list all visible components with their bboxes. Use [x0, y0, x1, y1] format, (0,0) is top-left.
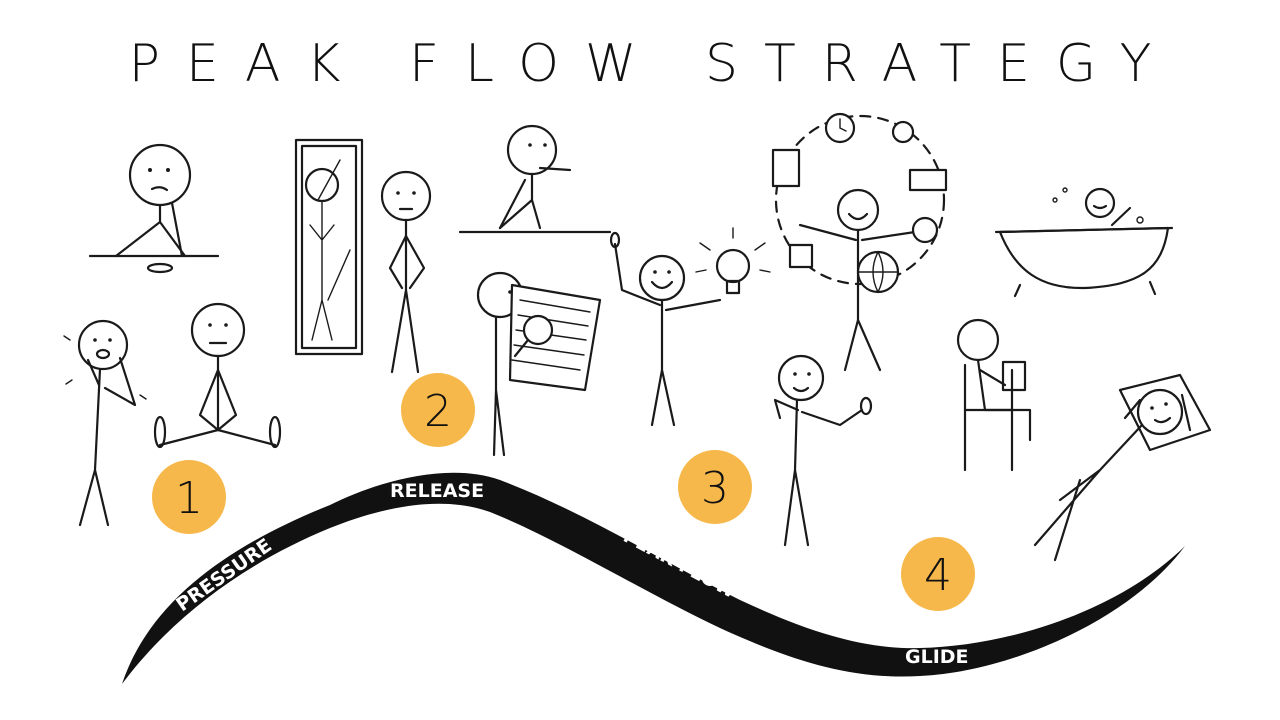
reading-chair-figure-illustration	[956, 318, 1032, 472]
stage-badge-3: 3	[678, 450, 752, 524]
stage-number: 4	[924, 550, 952, 601]
relaxing-figure-illustration	[1033, 373, 1212, 562]
stage-badge-2: 2	[401, 373, 475, 447]
page-title: PEAK FLOW STRATEGY	[128, 34, 1178, 94]
dollar-icon	[911, 216, 939, 244]
flow-wave	[122, 472, 1185, 684]
anxious-figure-illustration	[63, 319, 147, 527]
singing-figure-illustration	[773, 354, 873, 547]
stage-number: 1	[175, 473, 203, 524]
stage-label-release: RELEASE	[390, 480, 484, 502]
calculator-icon	[788, 243, 814, 269]
thinking-figure-illustration	[88, 143, 220, 274]
mirror-illustration	[294, 138, 364, 356]
lightbulb-icon	[891, 120, 915, 144]
stage-number: 3	[701, 463, 729, 514]
standing-figure-illustration	[380, 170, 432, 374]
stage-label-pressure: PRESSURE	[172, 534, 276, 616]
stage-label-glide: GLIDE	[905, 646, 969, 668]
investigating-figure-illustration	[476, 271, 602, 457]
stage-number: 2	[424, 386, 452, 437]
juggling-figure-illustration	[771, 112, 948, 372]
writing-figure-illustration	[458, 124, 612, 234]
laptop-icon	[771, 148, 801, 188]
bathtub-illustration	[994, 187, 1174, 298]
document-icon	[908, 168, 948, 192]
idea-figure-illustration	[609, 227, 771, 427]
stage-badge-4: 4	[901, 537, 975, 611]
sitting-figure-illustration	[153, 302, 282, 449]
stage-badge-1: 1	[152, 460, 226, 534]
